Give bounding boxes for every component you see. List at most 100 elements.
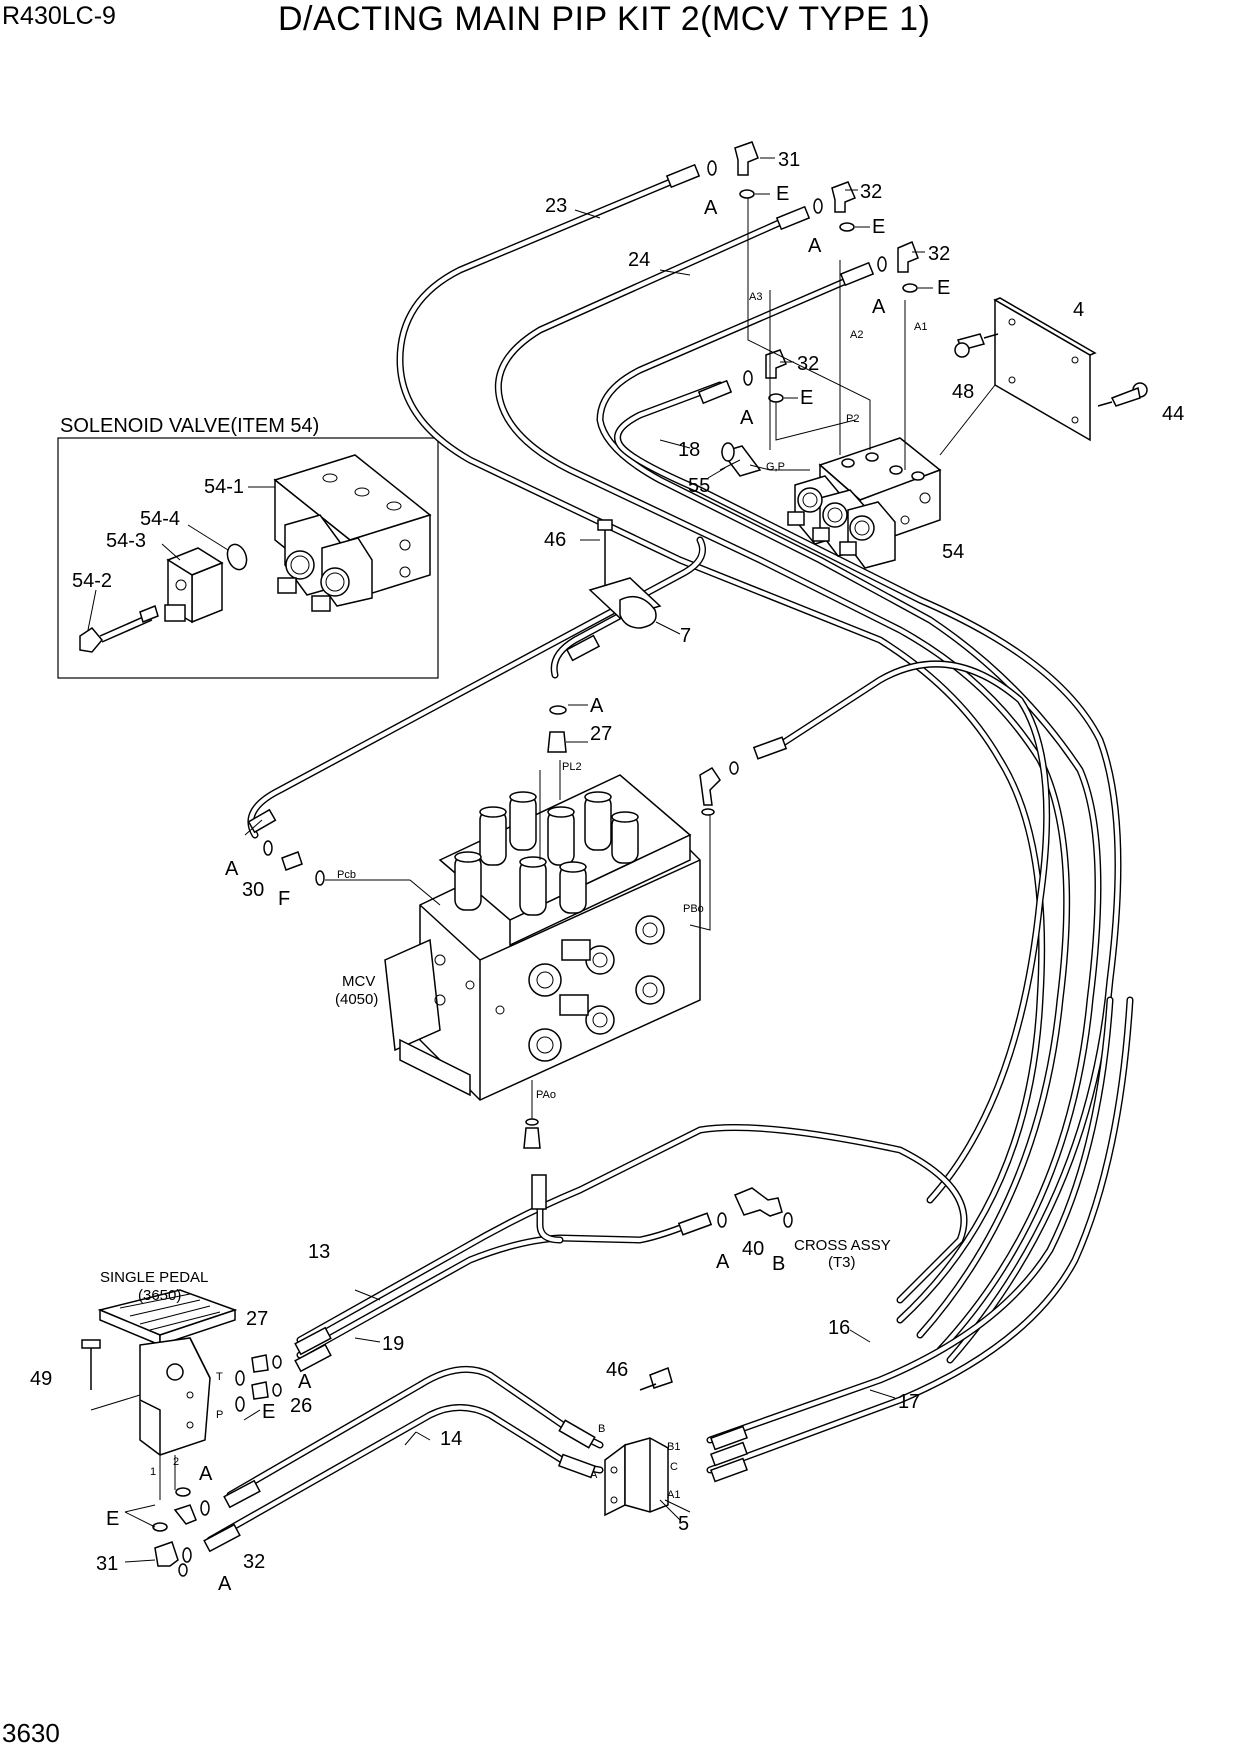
label-a-lower-1: A — [199, 1463, 213, 1485]
label-31-top: 31 — [778, 149, 800, 171]
port-pcb: Pcb — [337, 869, 356, 881]
label-54: 54 — [942, 541, 964, 563]
label-e-lower: E — [106, 1508, 119, 1530]
label-e-2: E — [872, 216, 885, 238]
model-code: R430LC-9 — [2, 2, 116, 30]
label-32-c: 32 — [797, 353, 819, 375]
bolt-46-upper — [580, 519, 613, 585]
label-24: 24 — [628, 249, 650, 271]
pedal-ref: (3650) — [138, 1287, 181, 1304]
inset-title: SOLENOID VALVE(ITEM 54) — [60, 415, 319, 437]
label-a-3: A — [872, 296, 886, 318]
label-13: 13 — [308, 1241, 330, 1263]
port-pbo: PBo — [683, 903, 704, 915]
hose-24 — [494, 214, 1071, 1339]
label-17: 17 — [898, 1391, 920, 1413]
port-pao: PAo — [536, 1089, 556, 1101]
port-pl2: PL2 — [562, 761, 582, 773]
page-number: 3630 — [2, 1718, 60, 1748]
port-b1: B1 — [667, 1441, 680, 1453]
inset-block — [164, 547, 224, 624]
label-7: 7 — [680, 625, 691, 647]
label-54-4: 54-4 — [140, 508, 180, 530]
label-a-pedal: A — [298, 1371, 312, 1393]
label-a-pl2: A — [590, 695, 604, 717]
label-44: 44 — [1162, 403, 1184, 425]
label-30: 30 — [242, 879, 264, 901]
cross-ref: (T3) — [828, 1254, 856, 1271]
label-54-2: 54-2 — [72, 570, 112, 592]
hose-23 — [396, 174, 1046, 1324]
port-a1: A1 — [914, 321, 927, 333]
label-4: 4 — [1073, 299, 1084, 321]
port-2: 2 — [173, 1456, 179, 1468]
label-32-a: 32 — [860, 181, 882, 203]
label-55: 55 — [688, 475, 710, 497]
single-pedal — [81, 1289, 238, 1500]
header: R430LC-9 D/ACTING MAIN PIP KIT 2(MCV TYP… — [0, 0, 1240, 50]
label-27-lower: 27 — [246, 1308, 268, 1330]
label-54-1: 54-1 — [204, 476, 244, 498]
port-a1-lower: A1 — [667, 1489, 680, 1501]
inset-o-ring — [226, 543, 248, 571]
port-1: 1 — [150, 1466, 156, 1478]
clamp-7 — [588, 577, 681, 635]
cross-name: CROSS ASSY — [794, 1237, 891, 1254]
label-e-3: E — [937, 277, 950, 299]
label-27-upper: 27 — [590, 723, 612, 745]
port-p2: P2 — [846, 413, 859, 425]
bolt-48 — [954, 333, 999, 358]
port-a: A — [590, 1469, 598, 1481]
label-5: 5 — [678, 1513, 689, 1535]
label-26: 26 — [290, 1395, 312, 1417]
label-23: 23 — [545, 195, 567, 217]
inset-valve-body — [273, 454, 432, 612]
label-14: 14 — [440, 1428, 462, 1450]
mcv-valve — [384, 770, 701, 1101]
port-c: C — [670, 1461, 678, 1473]
label-54-3: 54-3 — [106, 530, 146, 552]
bolt-44 — [1097, 382, 1148, 407]
hose-end-fittings — [203, 163, 875, 1553]
inset-bolt — [79, 604, 159, 653]
page-title: D/ACTING MAIN PIP KIT 2(MCV TYPE 1) — [278, 0, 931, 38]
port-labels: A3 A2 A1 P2 G,P PL2 Pcb PBo PAo B A B1 C… — [100, 291, 927, 1501]
label-31-lower: 31 — [96, 1553, 118, 1575]
port-a3: A3 — [749, 291, 762, 303]
leader-lines — [124, 157, 933, 1563]
label-a-4: A — [740, 407, 754, 429]
label-a-lower-2: A — [218, 1573, 232, 1595]
label-e-pedal: E — [262, 1401, 275, 1423]
port-b: B — [598, 1423, 605, 1435]
block-5 — [604, 1437, 681, 1521]
label-a-1: A — [704, 197, 718, 219]
label-e-4: E — [800, 387, 813, 409]
inset-frame — [57, 437, 439, 679]
label-46-upper: 46 — [544, 529, 566, 551]
solenoid-inset: SOLENOID VALVE(ITEM 54) — [57, 415, 439, 679]
label-18: 18 — [678, 439, 700, 461]
hose-lines — [206, 174, 1134, 1544]
label-a-2: A — [808, 235, 822, 257]
port-a2: A2 — [850, 329, 863, 341]
mcv-name: MCV — [342, 973, 375, 990]
mcv-ref: (4050) — [335, 991, 378, 1008]
port-gp: G,P — [766, 461, 785, 473]
label-a-left: A — [225, 858, 239, 880]
label-16: 16 — [828, 1317, 850, 1339]
label-46-lower: 46 — [606, 1359, 628, 1381]
label-e-1: E — [776, 183, 789, 205]
label-32-b: 32 — [928, 243, 950, 265]
part-labels: 31 32 32 32 E E E E A A A A 23 24 4 48 4… — [30, 149, 1184, 1595]
label-a-tee: A — [716, 1251, 730, 1273]
solenoid-valve-54 — [787, 437, 942, 569]
label-32-lower: 32 — [243, 1551, 265, 1573]
label-f: F — [278, 888, 290, 910]
port-p: P — [216, 1409, 223, 1421]
mounting-plate-4 — [939, 297, 1097, 456]
label-48: 48 — [952, 381, 974, 403]
port-t: T — [216, 1371, 223, 1383]
hose-13 — [296, 1124, 968, 1344]
pedal-name: SINGLE PEDAL — [100, 1269, 208, 1286]
